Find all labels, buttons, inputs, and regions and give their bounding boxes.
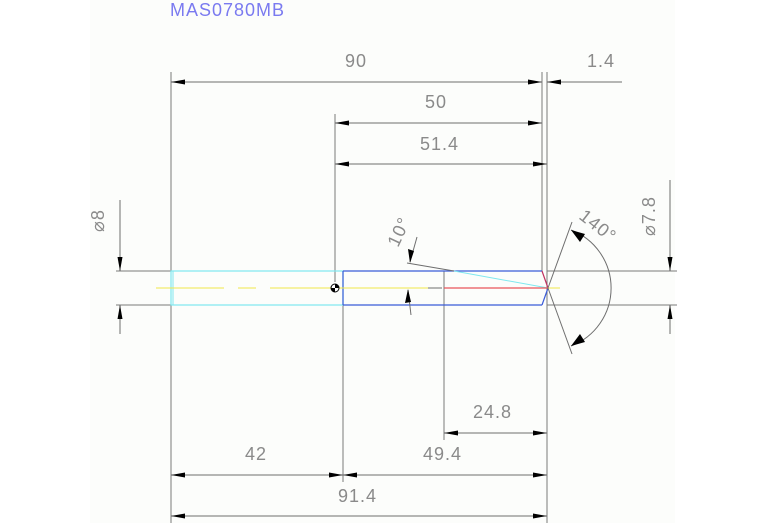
dim-body-diameter: ⌀7.8 xyxy=(639,180,673,334)
svg-text:1.4: 1.4 xyxy=(587,51,615,71)
taper-line xyxy=(453,270,549,289)
drawing-sheet xyxy=(90,0,675,523)
svg-text:91.4: 91.4 xyxy=(338,486,377,506)
dim-tip-offset-1.4: 1.4 xyxy=(547,51,622,85)
svg-text:90: 90 xyxy=(345,51,367,71)
dim-body-50: 50 xyxy=(335,92,542,126)
svg-text:49.4: 49.4 xyxy=(423,444,462,464)
dim-shank-42: 42 49.4 xyxy=(171,444,547,478)
point-face-upper xyxy=(541,270,549,289)
svg-text:50: 50 xyxy=(425,92,447,112)
svg-text:42: 42 xyxy=(245,444,267,464)
dim-shank-diameter: ⌀8 xyxy=(88,200,123,334)
svg-text:⌀8: ⌀8 xyxy=(88,209,108,232)
dim-body-51.4: 51.4 xyxy=(335,134,547,167)
dim-flute-24.8: 24.8 xyxy=(444,402,547,436)
center-mark-icon xyxy=(330,283,340,293)
svg-text:24.8: 24.8 xyxy=(473,402,512,422)
dim-total-91.4: 91.4 xyxy=(171,486,547,519)
svg-text:51.4: 51.4 xyxy=(420,134,459,154)
drill-geometry xyxy=(156,270,560,306)
dim-overall-90: 90 xyxy=(171,51,542,85)
svg-text:⌀7.8: ⌀7.8 xyxy=(639,196,659,236)
point-face-lower xyxy=(541,287,549,306)
part-number-title: MAS0780MB xyxy=(170,0,285,20)
